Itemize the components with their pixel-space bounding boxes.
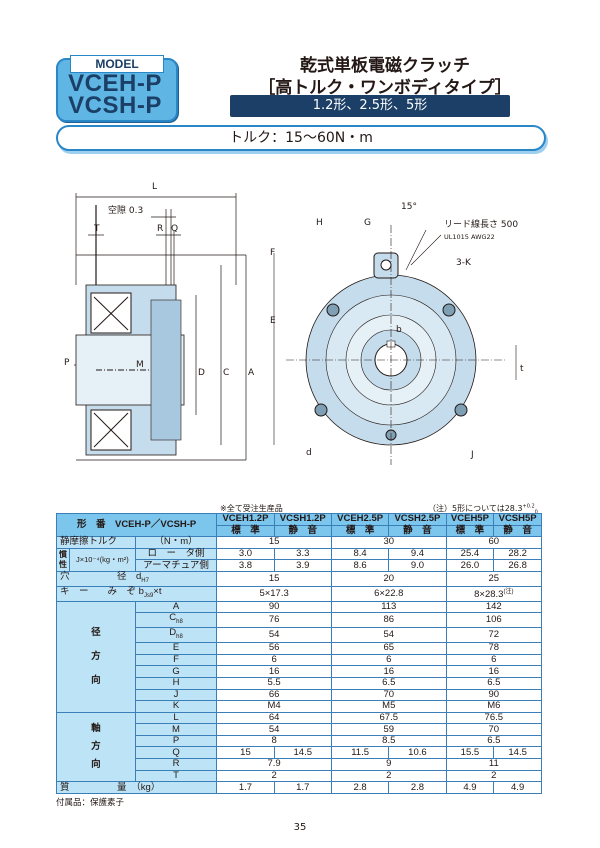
size-band: 1.2形、2.5形、5形 [230, 95, 510, 117]
front-E: E [270, 316, 276, 326]
spec-table: 形 番 VCEH-P／VCSH-P VCEH1.2P VCSH1.2P VCEH… [55, 512, 543, 794]
dim-L: L [152, 182, 157, 192]
table-row: キ ー み ぞ bJs9×t 5×17.3 6×22.8 8×28.3(注) [55, 585, 543, 602]
front-t: t [520, 364, 524, 374]
type-col: 標 準 [330, 524, 390, 538]
type-col: 標 準 [445, 524, 495, 538]
model-name-1: VCEH-P [68, 70, 162, 97]
dim-C: C [223, 368, 229, 378]
front-d: d [306, 448, 312, 458]
note-size5: （注）5形については28.3+0.20 [428, 503, 538, 515]
dim-D: D [198, 368, 205, 378]
front-H: H [316, 218, 323, 228]
model-col: VCEH2.5P [330, 513, 390, 526]
front-lead: リード線長さ 500 [444, 218, 518, 230]
footnote: 付属品：保護素子 [56, 798, 125, 808]
dim-A: A [248, 368, 255, 378]
front-K: 3-K [456, 258, 472, 268]
front-angle: 15° [401, 202, 417, 212]
model-col: VCEH5P [445, 513, 495, 526]
page-number: 35 [293, 822, 307, 833]
front-b: b [396, 325, 402, 335]
front-F: F [270, 248, 275, 258]
model-col: VCSH5P [493, 513, 542, 526]
dim-Q: Q [171, 224, 178, 234]
model-col: VCSH1.2P [273, 513, 332, 526]
side-section-drawing: L 空隙 0.3 T R Q P M D C A [64, 182, 255, 461]
type-col: 静 音 [493, 524, 542, 538]
torque-range: トルク：15～60N・m [56, 125, 546, 151]
dim-P: P [64, 358, 70, 368]
dim-gap: 空隙 0.3 [108, 204, 143, 216]
table-row: 穴 径 dH7 15 20 25 [55, 570, 543, 587]
model-label: MODEL [70, 55, 164, 73]
front-view-drawing: H G 15° リード線長さ 500 UL1015 AWG22 F 3-K E … [270, 202, 524, 465]
front-G: G [364, 218, 371, 228]
model-header: 形 番 VCEH-P／VCSH-P [55, 512, 218, 538]
page-subtitle: ［高トルク・ワンボディタイプ］ [258, 78, 512, 98]
page-title: 乾式単板電磁クラッチ [300, 56, 470, 76]
model-col: VCSH2.5P [388, 513, 447, 526]
type-col: 標 準 [216, 524, 275, 538]
note-made-to-order: ※全て受注生産品 [220, 504, 283, 513]
model-name-2: VCSH-P [68, 92, 162, 119]
table-row: 静摩擦トルク （N・m） 15 30 60 [56, 536, 543, 549]
dim-R: R [157, 224, 163, 234]
front-awg: UL1015 AWG22 [444, 233, 495, 241]
front-J: J [470, 450, 474, 460]
model-col: VCEH1.2P [216, 513, 275, 526]
type-col: 静 音 [273, 524, 332, 538]
dim-M: M [136, 360, 144, 370]
type-col: 静 音 [388, 524, 447, 538]
dim-T: T [93, 224, 100, 234]
